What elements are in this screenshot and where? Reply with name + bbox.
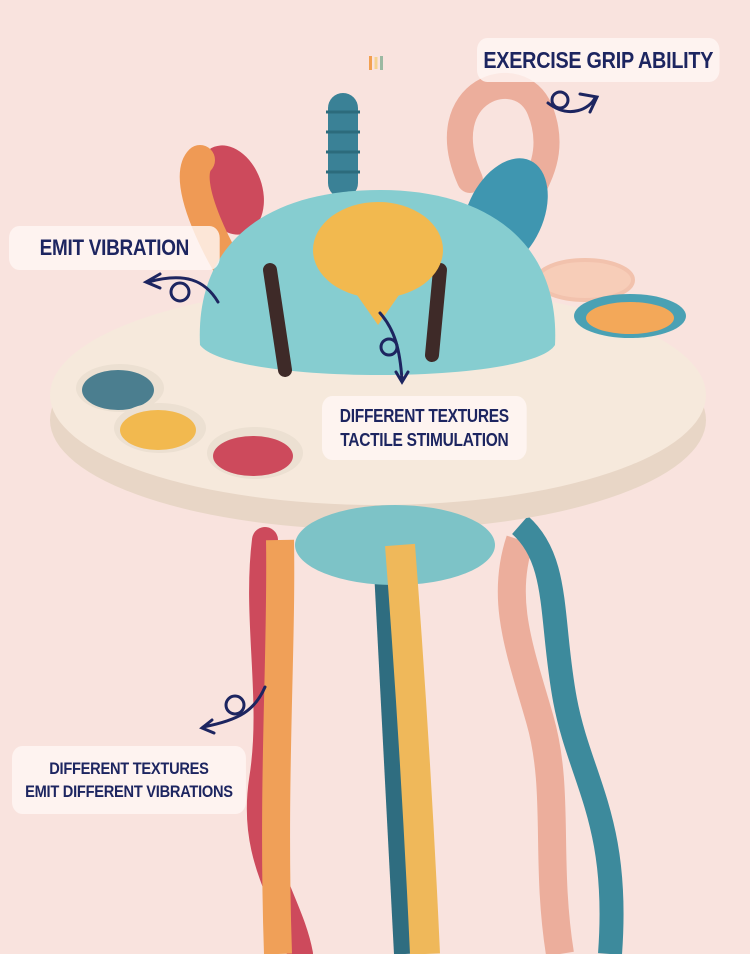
callout-tactile-stimulation: DIFFERENT TEXTURES TACTILE STIMULATION: [322, 396, 527, 460]
callout-exercise-grip-ability: EXERCISE GRIP ABILITY: [477, 38, 720, 82]
sensory-dome: [199, 190, 556, 377]
bottom-ball: [295, 505, 495, 585]
three-bars-logo-icon: [369, 56, 383, 70]
pull-strings-front: [262, 539, 440, 954]
callout-emit-vibration: EMIT VIBRATION: [9, 226, 220, 270]
curly-arrows: [142, 90, 600, 735]
callout-text: EXERCISE GRIP ABILITY: [483, 47, 714, 73]
callout-text: EMIT VIBRATION: [39, 235, 190, 260]
callout-line-1: DIFFERENT TEXTURES: [339, 406, 509, 426]
callout-different-vibrations: DIFFERENT TEXTURES EMIT DIFFERENT VIBRAT…: [12, 746, 246, 814]
callout-line-2: EMIT DIFFERENT VIBRATIONS: [25, 782, 233, 801]
callout-line-1: DIFFERENT TEXTURES: [49, 759, 209, 778]
callout-line-2: TACTILE STIMULATION: [340, 430, 509, 450]
